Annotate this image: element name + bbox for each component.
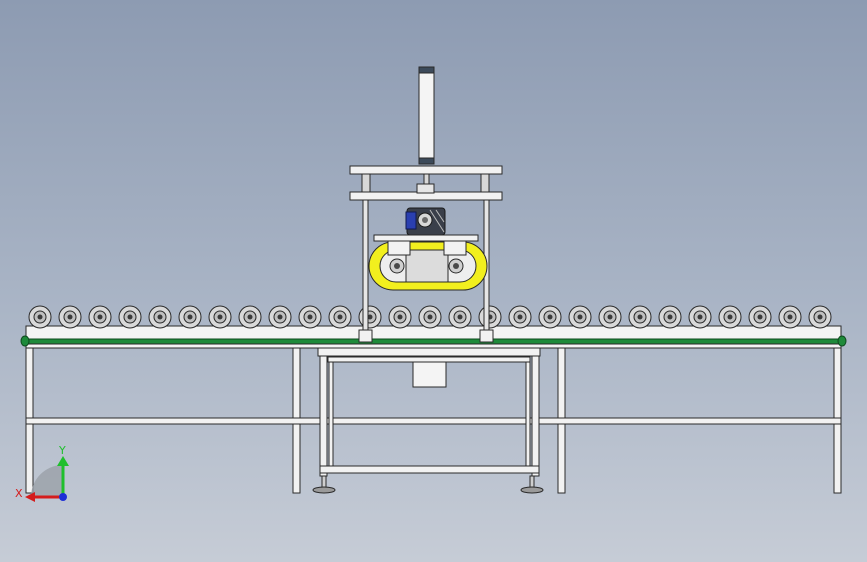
conveyor-roller — [478, 305, 502, 329]
conveyor-roller — [178, 305, 202, 329]
belt-end-left — [20, 335, 30, 347]
conveyor-roller — [538, 305, 562, 329]
conveyor-roller — [658, 305, 682, 329]
guide-rod-left — [362, 199, 369, 334]
conveyor-bed — [20, 325, 847, 349]
guard-bracket-left — [387, 240, 411, 256]
stand-left-post — [319, 355, 328, 477]
belt-end-right — [837, 335, 847, 347]
plate-spacer-right — [480, 173, 490, 193]
triad-plane — [31, 465, 62, 496]
conveyor-roller — [688, 305, 712, 329]
conveyor-roller — [238, 305, 262, 329]
guard-bracket-right — [443, 240, 467, 256]
conveyor-roller — [358, 305, 382, 329]
conveyor-roller — [58, 305, 82, 329]
y-axis-label: Y — [58, 444, 66, 457]
conveyor-roller — [448, 305, 472, 329]
stand-bottom-bar — [319, 465, 540, 474]
right-pulley — [448, 258, 464, 274]
cylinder-cap — [418, 66, 435, 74]
lower-cross-rail — [25, 417, 842, 425]
guard-center-block — [405, 249, 449, 283]
conveyor-roller — [208, 305, 232, 329]
roller-row — [28, 305, 832, 329]
stand-inner-bar — [327, 356, 531, 363]
conveyor-belt — [23, 338, 844, 345]
rod-coupler — [416, 183, 435, 194]
x-axis-head — [25, 492, 35, 502]
stand-left-inner-post — [328, 361, 334, 473]
y-axis-head — [57, 456, 69, 466]
conveyor-roller — [748, 305, 772, 329]
cutting-head-assembly — [349, 66, 503, 343]
upper-plate — [349, 165, 503, 175]
x-axis-label: X — [15, 487, 23, 500]
center-stand — [312, 347, 544, 494]
conveyor-roller — [328, 305, 352, 329]
cylinder-base — [418, 157, 435, 165]
left-pulley — [389, 258, 405, 274]
roller-conveyor-machine — [20, 66, 847, 494]
conveyor-roller — [28, 305, 52, 329]
conveyor-bottom-rail — [25, 343, 842, 349]
conveyor-roller — [808, 305, 832, 329]
stand-right-inner-post — [525, 361, 531, 473]
conveyor-roller — [628, 305, 652, 329]
conveyor-roller — [568, 305, 592, 329]
right-leg — [833, 339, 842, 494]
stand-right-post — [531, 355, 540, 477]
conveyor-roller — [298, 305, 322, 329]
conveyor-roller — [388, 305, 412, 329]
z-axis-dot — [59, 493, 67, 501]
stand-top-plate — [317, 347, 541, 357]
conveyor-roller — [88, 305, 112, 329]
plate-spacer-left — [361, 173, 371, 193]
conveyor-roller — [598, 305, 622, 329]
conveyor-roller — [118, 305, 142, 329]
right-leveling-foot — [520, 475, 544, 494]
motor-mount-plate — [373, 234, 479, 242]
guide-bearing-right — [479, 329, 494, 343]
left-leveling-foot — [312, 475, 336, 494]
control-box — [412, 361, 447, 388]
conveyor-roller — [268, 305, 292, 329]
guide-bearing-left — [358, 329, 373, 343]
cylinder-body — [418, 69, 435, 163]
left-leg — [25, 339, 34, 494]
coordinate-triad: Y X — [15, 444, 69, 502]
conveyor-roller — [718, 305, 742, 329]
drive-motor — [405, 207, 446, 236]
conveyor-roller — [508, 305, 532, 329]
conveyor-roller — [778, 305, 802, 329]
mid-left-leg — [292, 339, 301, 494]
mid-right-leg — [557, 339, 566, 494]
conveyor-roller — [418, 305, 442, 329]
conveyor-roller — [148, 305, 172, 329]
